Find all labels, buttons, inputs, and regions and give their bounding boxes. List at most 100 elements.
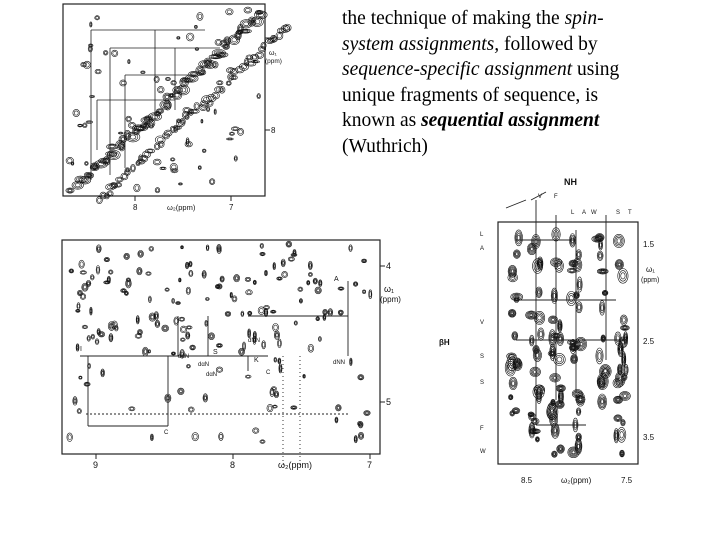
cross-peak xyxy=(154,320,161,328)
cross-peak xyxy=(185,286,191,295)
diagonal-peak xyxy=(179,118,186,125)
cross-peak xyxy=(550,422,560,439)
cross-peak xyxy=(125,115,132,123)
cross-peak xyxy=(229,291,233,299)
cross-peak xyxy=(127,59,131,65)
cross-peak xyxy=(108,269,114,275)
cross-peak xyxy=(244,276,252,282)
cross-peak xyxy=(79,270,87,275)
cross-peak xyxy=(285,240,293,248)
cross-peak xyxy=(145,271,152,276)
diagonal-peak xyxy=(238,28,252,34)
cross-peak xyxy=(214,38,223,46)
diagonal-peak xyxy=(218,86,226,94)
cross-peak xyxy=(123,252,130,260)
cross-peak xyxy=(514,229,523,247)
cross-peak xyxy=(363,410,371,416)
cross-peak xyxy=(103,257,110,263)
cross-peak xyxy=(80,62,87,68)
cross-peak xyxy=(576,276,583,293)
y-tick-8: 8 xyxy=(271,126,276,135)
cross-peak xyxy=(507,308,517,318)
left-label-a: A xyxy=(480,246,484,252)
cross-peak xyxy=(293,320,298,326)
cross-peak xyxy=(619,391,631,401)
cross-peak xyxy=(256,93,261,100)
cross-peak xyxy=(228,131,235,136)
cross-peak xyxy=(287,256,295,262)
cross-peak xyxy=(353,435,358,444)
cross-peak xyxy=(179,349,185,359)
cross-peak xyxy=(507,265,518,278)
left-label-f: F xyxy=(480,426,484,432)
cross-peak xyxy=(322,308,328,316)
cross-peak xyxy=(252,335,257,345)
cross-peak xyxy=(157,86,165,94)
cross-peak xyxy=(68,268,75,274)
cross-peak xyxy=(180,337,186,342)
diagonal-peak xyxy=(211,91,220,100)
cross-peak xyxy=(511,407,521,415)
left-label-l: L xyxy=(480,232,484,238)
annotation-dan-1: dαN xyxy=(198,362,209,368)
cross-peak xyxy=(83,381,91,387)
annotation-k: K xyxy=(254,357,259,364)
cross-peak xyxy=(66,432,73,442)
x-tick-8-5: 8.5 xyxy=(521,476,533,485)
nmr-spectrum-figure-2: 9 8 7 ω₂(ppm) 4 5 ω₁ (ppm) dNN dNN dαN d… xyxy=(58,236,403,476)
cross-peak xyxy=(621,351,627,368)
cross-peak xyxy=(280,258,286,268)
cross-peak xyxy=(84,161,89,166)
cross-peak xyxy=(302,374,306,379)
cross-peak xyxy=(86,335,91,342)
left-label-v: V xyxy=(480,320,484,326)
cross-peak xyxy=(547,350,556,357)
diagonal-peak xyxy=(214,51,229,58)
residue-label-s: S xyxy=(616,210,620,216)
cross-peak xyxy=(128,122,136,129)
cross-peak xyxy=(238,347,245,356)
cross-peak xyxy=(94,338,100,345)
cross-peak xyxy=(337,309,344,316)
diagonal-peak xyxy=(225,80,232,86)
cross-peak xyxy=(575,432,582,442)
cross-peak xyxy=(188,270,194,277)
cross-peak xyxy=(108,333,114,343)
cross-peak xyxy=(233,274,241,283)
cross-peak xyxy=(96,244,102,253)
cross-peak xyxy=(216,343,223,348)
cross-peak xyxy=(208,332,215,340)
annotation-dnn-2: dNN xyxy=(248,338,260,344)
cross-peak xyxy=(245,289,253,296)
cross-peak xyxy=(575,407,582,416)
cross-peak xyxy=(620,419,626,427)
residue-label-w: W xyxy=(591,210,597,216)
cross-peak xyxy=(82,122,88,129)
nh-label: NH xyxy=(564,177,577,187)
diagonal-peak xyxy=(114,182,123,188)
text-line-3: sequence-specific assignment using xyxy=(342,59,620,81)
diagonal-peak xyxy=(65,187,75,194)
cross-peak xyxy=(144,122,148,127)
y-axis-label: ω₁ xyxy=(646,265,655,274)
cross-peak xyxy=(513,249,521,259)
cross-peak xyxy=(240,310,245,317)
cross-peak xyxy=(96,328,101,336)
left-label-w: W xyxy=(480,449,486,455)
cross-peak xyxy=(510,292,523,302)
cross-peak xyxy=(178,277,182,283)
cross-peak xyxy=(175,301,181,305)
text-line-6: (Wuthrich) xyxy=(342,135,428,157)
cross-peak xyxy=(512,358,523,371)
cross-peak xyxy=(292,249,297,256)
cross-peak xyxy=(89,21,93,28)
y-axis-unit: (ppm) xyxy=(265,58,282,65)
cross-peak xyxy=(298,298,303,304)
annotation-a: A xyxy=(334,276,339,283)
cross-peak xyxy=(170,157,176,162)
left-label-s-2: S xyxy=(480,380,484,386)
cross-peak xyxy=(117,131,124,135)
cross-peak xyxy=(591,235,604,243)
cross-peak xyxy=(89,95,95,98)
text-line-4: unique fragments of sequence, is xyxy=(342,84,599,106)
